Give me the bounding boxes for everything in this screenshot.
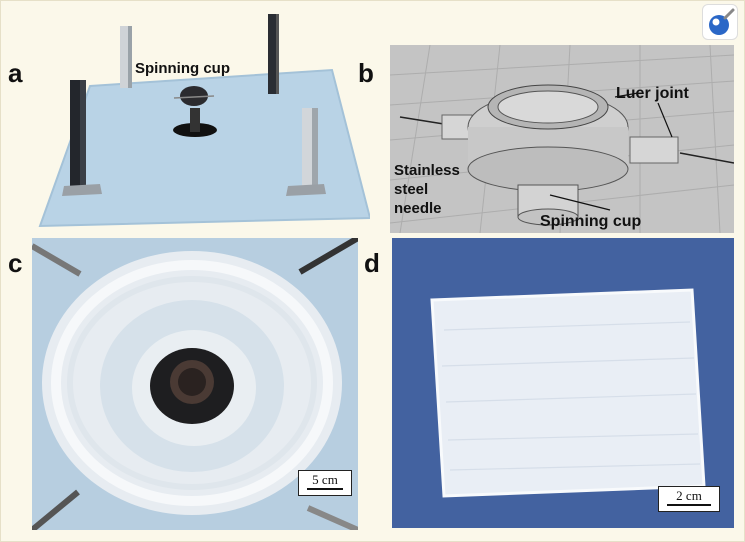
rod-front-left: [62, 80, 102, 196]
label-needle-line2: steel: [394, 181, 429, 198]
label-needle-line3: needle: [394, 200, 442, 217]
rod-front-right: [286, 108, 326, 196]
panel-letter-b: b: [358, 58, 374, 88]
scale-bar-c: 5 cm: [298, 470, 352, 496]
spinning-cup-device: [173, 86, 217, 137]
label-spinning-cup-a: Spinning cup: [135, 60, 230, 77]
rod-back-right: [268, 14, 279, 94]
panel-letter-d: d: [364, 248, 380, 278]
panel-a-photo: Spinning cup: [32, 8, 370, 233]
panel-c-photo: 5 cm: [32, 238, 358, 530]
panel-d-photo: 2 cm: [392, 238, 734, 528]
panel-letter-a: a: [8, 58, 23, 88]
rod-back-left: [120, 26, 132, 88]
label-needle-group: Stainless steel needle: [394, 161, 460, 218]
scale-bar-c-label: 5 cm: [312, 472, 338, 487]
zoom-icon: [709, 8, 735, 35]
scale-bar-d: 2 cm: [658, 486, 720, 512]
label-spinning-cup-b: Spinning cup: [540, 213, 642, 230]
scale-bar-d-line: [667, 504, 711, 506]
label-needle-line1: Stainless: [394, 162, 460, 179]
scale-bar-d-label: 2 cm: [676, 488, 702, 503]
zoom-badge[interactable]: [702, 4, 738, 40]
panel-letter-c: c: [8, 248, 23, 278]
scale-bar-c-line: [307, 488, 343, 490]
label-luer-joint: Luer joint: [616, 85, 689, 102]
panel-b-cad: Luer joint Stainless steel needle Spinni…: [390, 45, 734, 233]
